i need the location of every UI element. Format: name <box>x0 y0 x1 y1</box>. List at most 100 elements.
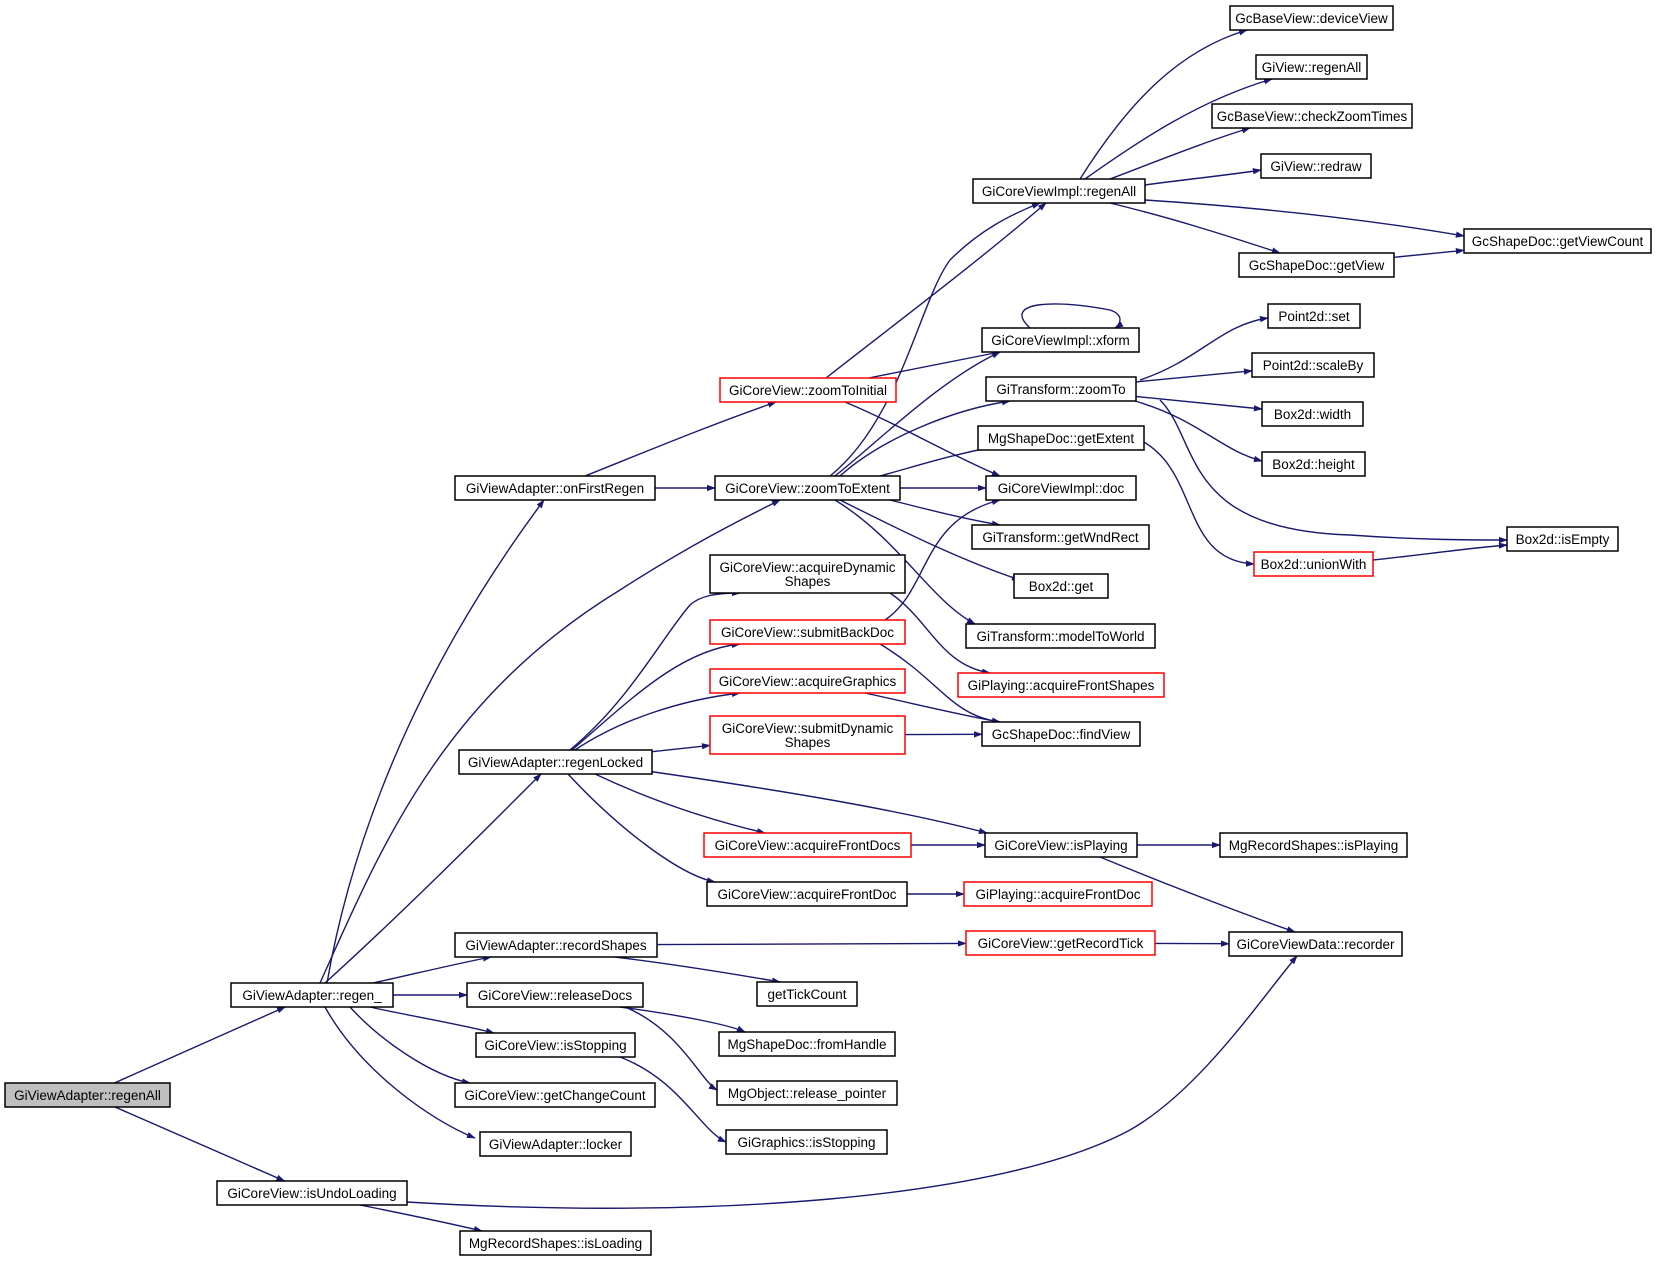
node-zoomToInitial[interactable]: GiCoreView::zoomToInitial <box>719 377 897 403</box>
node-box <box>1229 5 1394 31</box>
edge-root-to-isUndoLoading <box>114 1106 286 1182</box>
node-pSet[interactable]: Point2d::set <box>1267 303 1361 329</box>
node-isUndoLoading[interactable]: GiCoreView::isUndoLoading <box>216 1180 408 1206</box>
node-submitBackDoc[interactable]: GiCoreView::submitBackDoc <box>709 619 906 645</box>
node-getViewCount[interactable]: GcShapeDoc::getViewCount <box>1463 228 1652 254</box>
node-isEmpty[interactable]: Box2d::isEmpty <box>1506 526 1619 552</box>
node-box <box>1255 54 1368 80</box>
node-getExtent[interactable]: MgShapeDoc::getExtent <box>977 425 1145 451</box>
edge-zoomToInitial-to-implRegenAll <box>825 202 1047 379</box>
node-label: Box2d::height <box>1272 457 1355 472</box>
edge-tZoomTo-to-isEmpty <box>1159 399 1508 544</box>
node-label: GiCoreView::acquireDynamic <box>719 560 895 575</box>
node-box <box>706 881 908 907</box>
node-label: Shapes <box>785 574 831 589</box>
node-box <box>965 930 1156 956</box>
node-box <box>454 475 656 501</box>
node-box <box>1238 252 1395 278</box>
edge-recordShapes-to-getRecordTick <box>656 940 967 947</box>
node-label: GiCoreView::acquireGraphics <box>719 674 897 689</box>
node-box <box>1253 551 1374 577</box>
node-label: Shapes <box>785 735 831 750</box>
node-findView[interactable]: GcShapeDoc::findView <box>981 721 1141 747</box>
node-box <box>1219 832 1408 858</box>
node-zoomToExtent[interactable]: GiCoreView::zoomToExtent <box>714 475 901 501</box>
node-label: MgObject::release_pointer <box>728 1086 887 1101</box>
node-releasePointer[interactable]: MgObject::release_pointer <box>716 1080 898 1106</box>
edge-regen-to-isStopping <box>369 1006 495 1034</box>
node-implRegenAll[interactable]: GiCoreViewImpl::regenAll <box>972 178 1146 204</box>
edge-submitBackDoc-to-implDoc <box>884 498 1001 621</box>
edge-releaseDocs-to-fromHandle <box>619 1006 746 1033</box>
node-box <box>1013 573 1109 599</box>
edge-regen-to-zoomToExtent <box>319 499 781 984</box>
node-box <box>4 1082 171 1108</box>
node-isStopping[interactable]: GiCoreView::isStopping <box>475 1032 636 1058</box>
node-bHeight[interactable]: Box2d::height <box>1261 451 1366 477</box>
node-getWndRect[interactable]: GiTransform::getWndRect <box>971 524 1150 550</box>
edge-unionWith-to-isEmpty <box>1372 542 1508 561</box>
node-box <box>1506 526 1619 552</box>
node-giGfxIsStopping[interactable]: GiGraphics::isStopping <box>725 1129 888 1155</box>
node-getTickCount[interactable]: getTickCount <box>756 981 858 1007</box>
node-label: Box2d::get <box>1029 579 1094 594</box>
node-locker[interactable]: GiViewAdapter::locker <box>479 1131 632 1157</box>
node-label: GcBaseView::deviceView <box>1235 11 1388 26</box>
node-implDoc[interactable]: GiCoreViewImpl::doc <box>985 475 1137 501</box>
node-modelToWorld[interactable]: GiTransform::modelToWorld <box>965 623 1156 649</box>
node-mgIsPlaying[interactable]: MgRecordShapes::isPlaying <box>1219 832 1408 858</box>
node-recorder[interactable]: GiCoreViewData::recorder <box>1228 931 1403 957</box>
node-pScaleBy[interactable]: Point2d::scaleBy <box>1251 352 1375 378</box>
edge-cvIsPlaying-to-recorder <box>1099 856 1296 933</box>
node-label: MgRecordShapes::isLoading <box>469 1236 642 1251</box>
edge-tZoomTo-to-pSet <box>1139 316 1269 381</box>
edge-getView-to-getViewCount <box>1393 247 1465 258</box>
node-recordShapes[interactable]: GiViewAdapter::recordShapes <box>454 932 658 958</box>
node-label: GiCoreView::getRecordTick <box>978 936 1144 951</box>
node-cvIsPlaying[interactable]: GiCoreView::isPlaying <box>984 832 1138 858</box>
node-box <box>725 1129 888 1155</box>
node-box2dGet[interactable]: Box2d::get <box>1013 573 1109 599</box>
node-getRecordTick[interactable]: GiCoreView::getRecordTick <box>965 930 1156 956</box>
node-checkZoomTimes[interactable]: GcBaseView::checkZoomTimes <box>1211 103 1413 129</box>
edge-regenLocked-to-submitDynShapes <box>651 743 711 753</box>
node-playAcqFrontDoc[interactable]: GiPlaying::acquireFrontDoc <box>963 881 1153 907</box>
node-box <box>1261 401 1364 427</box>
node-tZoomTo[interactable]: GiTransform::zoomTo <box>985 376 1137 402</box>
node-label: GiCoreView::submitBackDoc <box>721 625 894 640</box>
node-box <box>1267 303 1361 329</box>
node-unionWith[interactable]: Box2d::unionWith <box>1253 551 1374 577</box>
edge-zoomToExtent-to-xform <box>834 351 1001 477</box>
node-box <box>466 982 644 1008</box>
node-root[interactable]: GiViewAdapter::regenAll <box>4 1082 171 1108</box>
node-label: GiViewAdapter::regenLocked <box>468 755 643 770</box>
node-bWidth[interactable]: Box2d::width <box>1261 401 1364 427</box>
node-onFirstRegen[interactable]: GiViewAdapter::onFirstRegen <box>454 475 656 501</box>
node-label: GiTransform::getWndRect <box>982 530 1139 545</box>
node-gvRedraw[interactable]: GiView::redraw <box>1260 153 1372 179</box>
node-deviceView[interactable]: GcBaseView::deviceView <box>1229 5 1394 31</box>
node-box <box>985 475 1137 501</box>
node-mgIsLoading[interactable]: MgRecordShapes::isLoading <box>459 1230 652 1256</box>
node-regen[interactable]: GiViewAdapter::regen_ <box>230 982 394 1008</box>
node-getView[interactable]: GcShapeDoc::getView <box>1238 252 1395 278</box>
node-acqFrontDoc[interactable]: GiCoreView::acquireFrontDoc <box>706 881 908 907</box>
node-getChangeCount[interactable]: GiCoreView::getChangeCount <box>454 1082 656 1108</box>
node-label: Box2d::isEmpty <box>1516 532 1610 547</box>
node-acqFrontShapes[interactable]: GiPlaying::acquireFrontShapes <box>957 672 1165 698</box>
node-regenLocked[interactable]: GiViewAdapter::regenLocked <box>458 749 653 775</box>
node-box <box>230 982 394 1008</box>
node-gvRegenAll[interactable]: GiView::regenAll <box>1255 54 1368 80</box>
edge-implRegenAll-to-checkZoomTimes <box>1109 127 1251 180</box>
node-label: getTickCount <box>767 987 846 1002</box>
edge-root-to-regen <box>114 1006 286 1084</box>
edge-zoomToExtent-to-modelToWorld <box>834 499 976 625</box>
node-acqGraphics[interactable]: GiCoreView::acquireGraphics <box>709 668 906 694</box>
node-acqFrontDocs[interactable]: GiCoreView::acquireFrontDocs <box>703 832 912 858</box>
node-releaseDocs[interactable]: GiCoreView::releaseDocs <box>466 982 644 1008</box>
edge-implRegenAll-to-deviceView <box>1079 29 1248 180</box>
node-fromHandle[interactable]: MgShapeDoc::fromHandle <box>718 1031 896 1057</box>
node-xform[interactable]: GiCoreViewImpl::xform <box>981 327 1140 353</box>
